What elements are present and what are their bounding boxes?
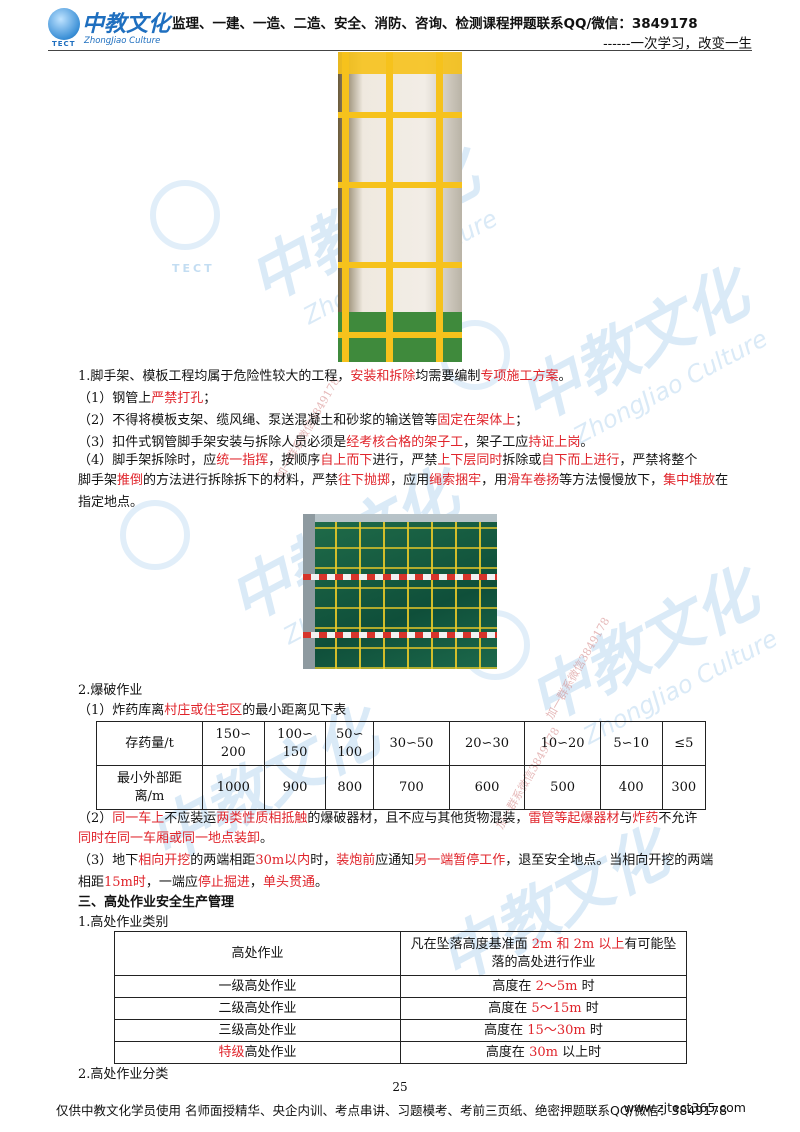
list-item: （2）不得将模板支架、缆风绳、泵送混凝土和砂浆的输送管等固定在架体上；: [78, 413, 529, 428]
table-cell: 150∽200: [202, 721, 265, 766]
paragraph-scaffold-intro: 1.脚手架、模板工程均属于危险性较大的工程，安装和拆除均需要编制专项施工方案。: [78, 369, 572, 384]
table-cell: 30∽50: [373, 721, 450, 766]
table-cell: 特级高处作业: [114, 1041, 401, 1064]
table-cell: 50∽100: [325, 721, 375, 766]
table-row: 最小外部距离/m 1000 900 800 700 600 500 400 30…: [96, 765, 707, 810]
logo-english: ZhongJiao Culture: [84, 36, 161, 46]
table-row: 存药量/t 150∽200 100∽150 50∽100 30∽50 20∽30…: [96, 721, 707, 766]
table-cell: 300: [661, 765, 707, 810]
table-row: 三级高处作业 高度在 15～30m 时: [114, 1019, 687, 1042]
footer-url: www.zjtect365.com: [623, 1100, 746, 1115]
table-row: 高处作业 凡在坠落高度基准面 2m 和 2m 以上有可能坠落的高处进行作业: [114, 931, 687, 976]
footer-text: 仅供中教文化学员使用 名师面授精华、央企内训、考点串讲、习题模考、考前三页纸、绝…: [56, 1103, 728, 1118]
list-item-continued: 相距15m时，一端应停止掘进，单头贯通。: [78, 875, 328, 890]
table-cell: 700: [373, 765, 450, 810]
watermark-tect: TECT: [172, 262, 215, 275]
subsection-title: 1.高处作业类别: [78, 915, 169, 930]
table-cell: 凡在坠落高度基准面 2m 和 2m 以上有可能坠落的高处进行作业: [400, 931, 687, 976]
watermark-2: 中教文化 ZhongJiao Culture: [506, 255, 773, 451]
table-cell: ≤5: [661, 721, 707, 766]
header-contact-text: 监理、一建、一造、二造、安全、消防、咨询、检测课程押题联系QQ/微信：38491…: [172, 16, 698, 32]
table-cell: 高度在 30m 以上时: [400, 1041, 687, 1064]
list-item: （1）炸药库离村庄或住宅区的最小距离见下表: [78, 703, 347, 718]
list-item: （3）地下相向开挖的两端相距30m以内时，装炮前应通知另一端暂停工作，退至安全地…: [78, 853, 714, 868]
table-cell: 高度在 5～15m 时: [400, 997, 687, 1020]
list-item: （4）脚手架拆除时，应统一指挥，按顺序自上而下进行，严禁上下层同时拆除或自下而上…: [78, 453, 698, 468]
table-row: 二级高处作业 高度在 5～15m 时: [114, 997, 687, 1020]
globe-icon: [48, 8, 80, 40]
zhongjiao-logo: TECT 中教文化 ZhongJiao Culture: [48, 6, 178, 50]
table-cell: 存药量/t: [96, 721, 203, 766]
table-cell: 5∽10: [599, 721, 663, 766]
table-cell: 100∽150: [263, 721, 327, 766]
watermark-logo-icon: [120, 500, 190, 570]
header-divider: [48, 50, 752, 51]
table-row: 一级高处作业 高度在 2～5m 时: [114, 975, 687, 998]
table-cell: 400: [599, 765, 663, 810]
section-title-blasting: 2.爆破作业: [78, 683, 143, 698]
table-cell: 800: [325, 765, 375, 810]
table-cell: 20∽30: [448, 721, 526, 766]
table-cell: 高度在 15～30m 时: [400, 1019, 687, 1042]
table-cell: 二级高处作业: [114, 997, 401, 1020]
logo-tect: TECT: [52, 40, 76, 48]
table-cell: 10∽20: [524, 721, 601, 766]
table-cell: 500: [524, 765, 601, 810]
table-row: 特级高处作业 高度在 30m 以上时: [114, 1041, 687, 1064]
table-cell: 900: [263, 765, 327, 810]
table-cell: 高度在 2～5m 时: [400, 975, 687, 998]
watermark-logo-icon: [150, 180, 220, 250]
table-cell: 三级高处作业: [114, 1019, 401, 1042]
list-item-continued: 指定地点。: [78, 495, 144, 510]
header-slogan: ------一次学习，改变一生: [603, 36, 752, 52]
safety-net-photo: [303, 514, 497, 669]
list-item: （3）扣件式钢管脚手架安装与拆除人员必须是经考核合格的架子工，架子工应持证上岗。: [78, 435, 594, 450]
table-cell: 1000: [202, 765, 265, 810]
section-title-height-work: 三、高处作业安全生产管理: [78, 895, 235, 910]
page-header: TECT 中教文化 ZhongJiao Culture 监理、一建、一造、二造、…: [0, 0, 800, 56]
subsection-title: 2.高处作业分类: [78, 1067, 169, 1082]
list-item-continued: 同时在同一车厢或同一地点装卸。: [78, 831, 274, 846]
table-cell: 最小外部距离/m: [96, 765, 203, 810]
table-cell: 600: [448, 765, 526, 810]
table-cell: 一级高处作业: [114, 975, 401, 998]
scaffold-photo: [338, 52, 462, 362]
list-item-continued: 脚手架推倒的方法进行拆除拆下的材料，严禁往下抛掷，应用绳索捆牢，用滑车卷扬等方法…: [78, 473, 729, 488]
page-number: 25: [392, 1080, 408, 1094]
height-work-category-table: 高处作业 凡在坠落高度基准面 2m 和 2m 以上有可能坠落的高处进行作业 一级…: [114, 931, 687, 1064]
explosive-distance-table: 存药量/t 150∽200 100∽150 50∽100 30∽50 20∽30…: [96, 721, 707, 810]
table-cell: 高处作业: [114, 931, 401, 976]
watermark-small: 加一群系微信3849178: [543, 615, 613, 722]
logo-chinese: 中教文化: [82, 12, 171, 37]
list-item: （1）钢管上严禁打孔；: [78, 391, 217, 406]
list-item: （2）同一车上不应装运两类性质相抵触的爆破器材，且不应与其他货物混装，雷管等起爆…: [78, 811, 698, 826]
